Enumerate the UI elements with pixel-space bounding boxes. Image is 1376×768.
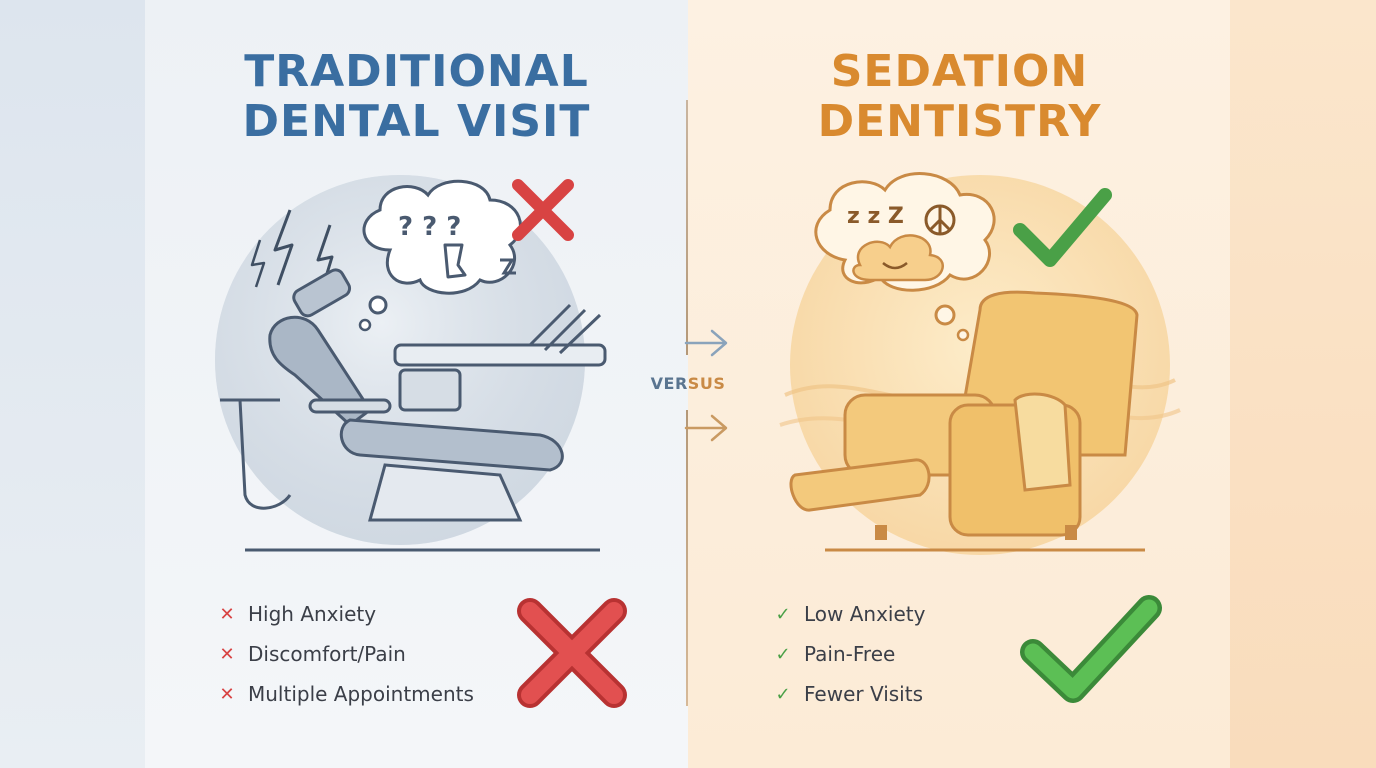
- traditional-title: TRADITIONAL DENTAL VISIT: [145, 47, 688, 147]
- list-item: ✓ Fewer Visits: [772, 674, 925, 714]
- arrow-right-icon: [684, 414, 728, 442]
- dental-chair-illustration: ? ? ?: [215, 175, 607, 552]
- list-item: ✓ Low Anxiety: [772, 594, 925, 634]
- right-edge-background: [1230, 0, 1376, 768]
- list-item-label: Low Anxiety: [804, 602, 926, 626]
- sleep-zzz-text: z z Z: [847, 204, 904, 229]
- check-mark-icon: ✓: [775, 683, 791, 705]
- x-mark-icon: ✕: [219, 683, 235, 705]
- list-item: ✕ Discomfort/Pain: [216, 634, 474, 674]
- sedation-title-line2: DENTISTRY: [817, 96, 1102, 147]
- list-item-label: Discomfort/Pain: [248, 642, 406, 666]
- x-mark-icon: ✕: [219, 603, 235, 625]
- left-edge-background: [0, 0, 145, 768]
- list-item-label: High Anxiety: [248, 602, 377, 626]
- x-mark-icon: ✕: [219, 643, 235, 665]
- list-item: ✓ Pain-Free: [772, 634, 925, 674]
- list-item: ✕ Multiple Appointments: [216, 674, 474, 714]
- red-cross-icon: [512, 179, 574, 241]
- traditional-title-line2: DENTAL VISIT: [242, 96, 591, 147]
- list-item-label: Fewer Visits: [804, 682, 923, 706]
- check-mark-icon: ✓: [775, 603, 791, 625]
- versus-label-part2: SUS: [687, 374, 726, 393]
- divider-line-top: [686, 100, 688, 355]
- sedation-title-line1: SEDATION: [830, 46, 1089, 97]
- divider-line-bottom: [686, 410, 688, 706]
- question-marks-text: ? ? ?: [398, 212, 461, 242]
- versus-label: VERSUS: [640, 374, 736, 393]
- traditional-title-line1: TRADITIONAL: [244, 46, 589, 97]
- list-item-label: Multiple Appointments: [248, 682, 474, 706]
- list-item: ✕ High Anxiety: [216, 594, 474, 634]
- green-check-icon: [1013, 188, 1112, 267]
- versus-label-part1: VER: [650, 374, 688, 393]
- large-green-check-icon: [1020, 595, 1162, 703]
- check-mark-icon: ✓: [775, 643, 791, 665]
- traditional-drawbacks-list: ✕ High Anxiety ✕ Discomfort/Pain ✕ Multiple…: [216, 594, 474, 714]
- sedation-title: SEDATION DENTISTRY: [688, 47, 1231, 147]
- arrow-right-icon: [684, 329, 728, 357]
- sedation-benefits-list: ✓ Low Anxiety ✓ Pain-Free ✓ Fewer Visits: [772, 594, 925, 714]
- large-red-cross-icon: [517, 598, 627, 708]
- list-item-label: Pain-Free: [804, 642, 896, 666]
- recliner-illustration: z z Z: [779, 172, 1181, 555]
